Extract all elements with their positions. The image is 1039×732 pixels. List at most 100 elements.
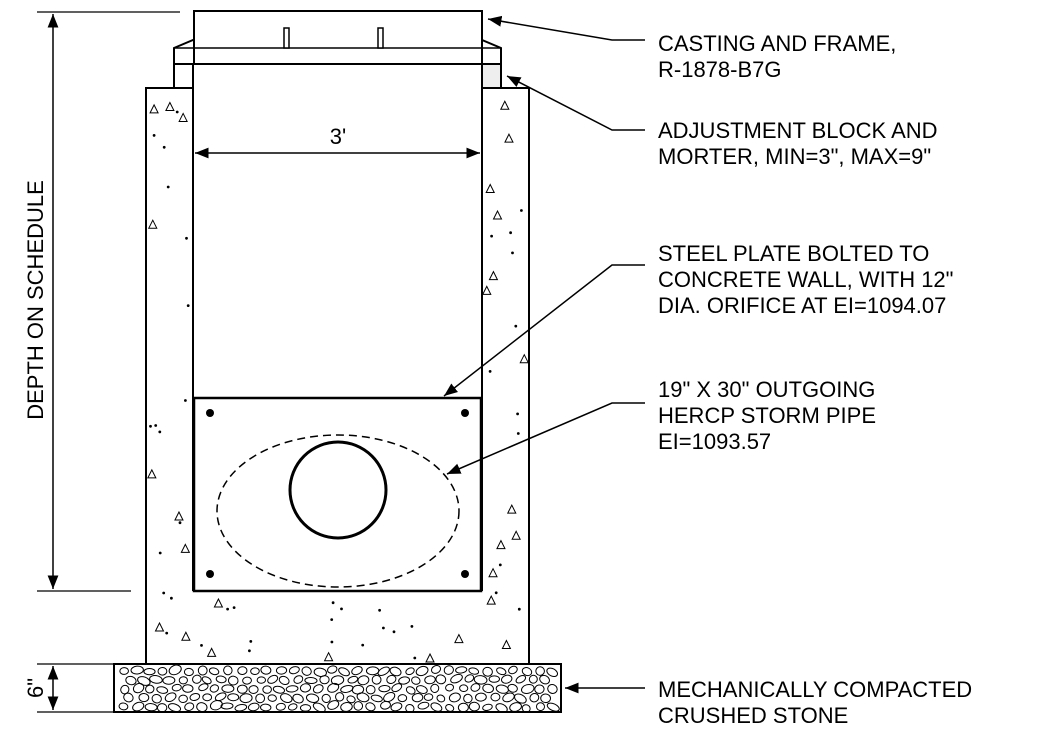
callout-leaders xyxy=(443,15,645,694)
crushed-stone-pebble xyxy=(178,694,188,704)
aggregate-dot xyxy=(185,236,188,240)
callout-adjustment: ADJUSTMENT BLOCK AND MORTER, MIN=3", MAX… xyxy=(658,118,944,169)
aggregate-triangle xyxy=(213,597,224,608)
crushed-stone-pebble xyxy=(162,676,176,685)
adjustment-block xyxy=(173,63,502,89)
crushed-stone-pebble xyxy=(149,675,163,684)
crushed-stone-pebble xyxy=(327,682,340,693)
crushed-stone-pebble xyxy=(327,665,338,674)
crushed-stone-pebble xyxy=(508,665,518,675)
crushed-stone-pebble xyxy=(201,676,212,685)
crushed-stone-pebble xyxy=(227,675,239,686)
crushed-stone-pebble xyxy=(411,693,424,703)
aggregate-triangle xyxy=(323,651,334,662)
crushed-stone-pebble xyxy=(299,683,312,693)
aggregate-triangle xyxy=(504,133,514,143)
callout-casting: CASTING AND FRAME, R-1878-B7G xyxy=(658,31,902,82)
aggregate-triangle xyxy=(165,101,175,112)
crushed-stone-pebble xyxy=(430,665,442,674)
aggregate-dot xyxy=(158,551,162,555)
crushed-stone-pebble xyxy=(260,665,272,675)
aggregate-dot xyxy=(200,644,203,647)
crushed-stone-pebble xyxy=(275,666,288,675)
crushed-stone-pebble xyxy=(353,701,364,711)
crushed-stone-pebble xyxy=(288,666,300,675)
crushed-stone-pebble xyxy=(370,694,383,703)
aggregate-triangle xyxy=(511,530,521,540)
aggregate-dot xyxy=(413,656,417,660)
callout-stone-line-2: CRUSHED STONE xyxy=(658,703,848,728)
aggregate-triangle xyxy=(501,639,512,650)
crushed-stone-pebble xyxy=(236,684,248,694)
crushed-stone-pebble xyxy=(515,675,527,684)
crushed-stone-pebble xyxy=(473,675,488,685)
base-dimension-label: 6" xyxy=(23,678,48,698)
crushed-stone-pebble xyxy=(319,675,330,685)
crushed-stone-pebble xyxy=(535,666,545,676)
crushed-stone-pebble xyxy=(250,667,260,675)
aggregate-triangle xyxy=(486,595,497,605)
concrete-wall-left xyxy=(145,87,194,665)
aggregate-dot xyxy=(158,430,162,434)
aggregate-dot xyxy=(330,618,334,621)
crushed-stone-pebble xyxy=(267,694,277,702)
crushed-stone-pebble xyxy=(391,683,403,693)
aggregate-triangle xyxy=(425,652,435,663)
aggregate-triangle xyxy=(492,209,503,220)
crushed-stone-pebble xyxy=(502,692,515,703)
aggregate-dot xyxy=(410,625,414,628)
crushed-stone-pebble xyxy=(262,685,272,694)
depth-dimension-label: DEPTH ON SCHEDULE xyxy=(23,180,48,420)
aggregate-dot xyxy=(166,185,170,189)
crushed-stone-pebble xyxy=(132,682,145,694)
aggregate-dot xyxy=(517,607,521,611)
aggregate-dot xyxy=(162,591,166,595)
crushed-stone-pebble xyxy=(156,703,168,713)
crushed-stone-pebble xyxy=(301,666,312,676)
crushed-stone-pebble xyxy=(267,674,279,684)
crushed-stone-pebble xyxy=(192,674,202,684)
callout-steel-plate-line-3: DIA. ORIFICE AT EI=1094.07 xyxy=(658,293,946,318)
crushed-stone-pebble xyxy=(196,702,208,713)
callout-steel-plate-line-1: STEEL PLATE BOLTED TO xyxy=(658,241,929,266)
aggregate-triangle xyxy=(481,285,492,295)
crushed-stone-pebble xyxy=(463,693,473,704)
aggregate-dot xyxy=(226,607,230,611)
crushed-stone-pebble xyxy=(470,683,481,692)
crushed-stone-pebble xyxy=(285,685,299,693)
crushed-stone-pebble xyxy=(338,667,350,677)
crushed-stone-pebble xyxy=(356,692,370,703)
outgoing-pipe-outline xyxy=(216,434,460,588)
crushed-stone-pebble xyxy=(507,683,518,693)
crushed-stone-pebble xyxy=(312,702,326,713)
crushed-stone-pebble xyxy=(455,666,468,674)
crushed-stone-pebble xyxy=(371,674,382,685)
crushed-stone-pebble xyxy=(125,675,137,686)
crushed-stone-pebble xyxy=(151,693,162,704)
crushed-stone-pebble xyxy=(215,675,227,684)
crushed-stone-pebble xyxy=(255,693,266,704)
callout-casting-line-2: R-1878-B7G xyxy=(658,57,782,82)
crushed-stone-pebble xyxy=(513,693,527,704)
crushed-stone-pebble xyxy=(445,683,455,692)
aggregate-triangle xyxy=(519,353,530,364)
crushed-stone-pebble xyxy=(405,667,415,676)
crushed-stone-pebble xyxy=(275,702,286,711)
crushed-stone-pebble xyxy=(464,674,475,683)
crushed-stone-pebble xyxy=(495,684,509,694)
crushed-stone-pebble xyxy=(171,683,182,692)
aggregate-dot xyxy=(361,643,365,647)
crushed-stone-pebble xyxy=(378,684,391,693)
crushed-stone-pebble xyxy=(209,684,220,693)
aggregate-dot xyxy=(516,432,520,435)
crushed-stone-pebble xyxy=(398,676,411,685)
aggregate-dot xyxy=(330,640,334,644)
crushed-stone-pebble xyxy=(411,676,421,685)
concrete-floor xyxy=(145,591,530,665)
crushed-stone-pebble xyxy=(227,693,240,702)
crushed-stone-pebble xyxy=(335,692,345,702)
crushed-stone-pebble xyxy=(347,675,359,684)
crushed-stone-pebble xyxy=(167,703,182,713)
crushed-stone-pebble xyxy=(164,692,177,703)
crushed-stone-pebble xyxy=(123,692,134,703)
